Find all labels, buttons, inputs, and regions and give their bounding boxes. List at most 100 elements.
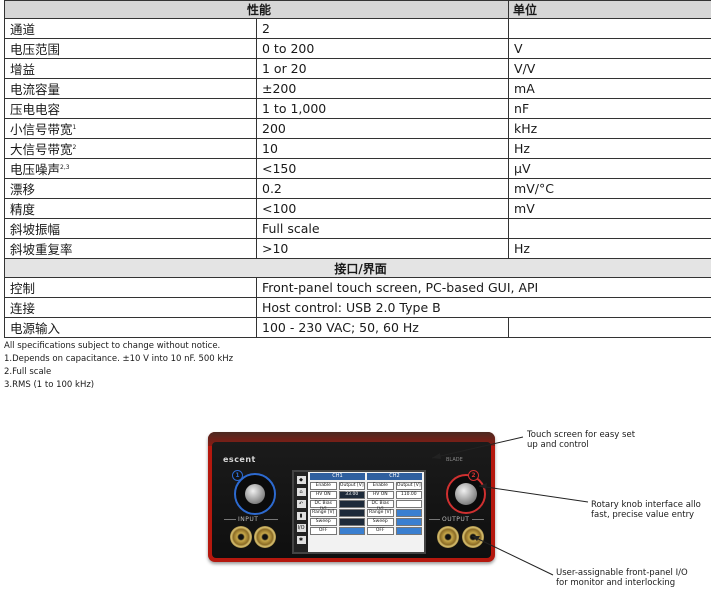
channel-2-title: CH2 <box>367 473 422 480</box>
sweep-label: Sweep <box>367 518 394 526</box>
io-callout-line <box>471 535 554 576</box>
channel-2-badge-icon: 2 <box>468 470 479 481</box>
rotary-knob-callout: Rotary knob interface allo fast, precise… <box>591 500 701 520</box>
table-header-row: 性能 单位 <box>3 0 711 20</box>
ch1-output-value: 33.00 <box>338 491 365 499</box>
settings-icon: ✱ <box>296 536 306 544</box>
callout-text: Rotary knob interface allo <box>591 500 701 510</box>
knob-cap-icon <box>455 483 477 505</box>
value-cell <box>338 527 365 535</box>
output-label: Output [V] <box>338 482 365 490</box>
arrowhead-icon <box>479 483 487 489</box>
off-button: OFF <box>367 527 394 535</box>
param-name: 漂移 <box>4 178 257 200</box>
value-cell <box>395 527 422 535</box>
divider <box>429 519 440 520</box>
io-icon: I/O <box>296 524 306 532</box>
back-icon: ↶ <box>296 500 306 508</box>
note-2: 2.Full scale <box>4 367 52 377</box>
input-1-bnc-connector-icon <box>230 526 252 548</box>
touch-screen-callout: Touch screen for easy set up and control <box>527 430 635 450</box>
callout-text: fast, precise value entry <box>591 510 695 520</box>
right-rotary-knob <box>446 474 486 514</box>
knob-cap-icon <box>245 484 265 504</box>
home-icon: ⌂ <box>296 488 306 496</box>
range-label: Range [V] <box>310 509 337 517</box>
callout-text: User-assignable front-panel I/O <box>556 568 688 578</box>
touch-callout-line <box>431 436 524 459</box>
hv-on-button: HV ON <box>310 491 337 499</box>
output-1-bnc-connector-icon <box>437 526 459 548</box>
value-cell <box>338 509 365 517</box>
param-unit: Hz <box>508 238 711 260</box>
interface-name: 电源输入 <box>4 316 257 338</box>
lock-icon: ▮ <box>296 512 306 520</box>
divider <box>224 519 236 520</box>
param-name: 电流容量 <box>4 78 257 100</box>
off-button: OFF <box>310 527 337 535</box>
divider <box>472 519 484 520</box>
knob-callout-line <box>478 485 589 503</box>
logo-icon: ◆ <box>296 476 306 484</box>
param-value: Full scale <box>255 218 510 240</box>
value-cell <box>338 518 365 526</box>
param-unit: mV <box>508 198 711 220</box>
note-disclaimer: All specifications subject to change wit… <box>4 341 221 351</box>
interface-value: 100 - 230 VAC; 50, 60 Hz <box>255 316 510 338</box>
enable-label: Enable <box>310 482 337 490</box>
interface-name: 控制 <box>4 276 257 298</box>
footnote-ref: 2,3 <box>60 164 70 172</box>
arrowhead-icon <box>472 536 480 541</box>
param-value: 0 to 200 <box>255 38 510 60</box>
footnote-ref: 1 <box>72 124 77 132</box>
channel-1-title: CH1 <box>310 473 365 480</box>
channel-1-badge-icon: 1 <box>232 470 243 481</box>
range-label: Range [V] <box>367 509 394 517</box>
param-value: 1 to 1,000 <box>255 98 510 120</box>
footnotes: All specifications subject to change wit… <box>4 340 233 392</box>
param-name: 斜坡振幅 <box>4 218 257 240</box>
param-name: 电压噪声2,3 <box>4 158 257 180</box>
callout-text: Touch screen for easy set <box>527 430 636 440</box>
input-label: INPUT <box>238 516 259 523</box>
brand-logo: escent <box>223 455 256 464</box>
arrowhead-icon <box>432 453 441 459</box>
output-label: OUTPUT <box>442 516 470 523</box>
left-knob <box>234 473 276 515</box>
footnote-ref: 2 <box>72 144 77 152</box>
input-2-bnc-connector-icon <box>254 526 276 548</box>
screen-icon-bar: ◆ ⌂ ↶ ▮ I/O ✱ <box>294 472 308 552</box>
value-cell <box>395 509 422 517</box>
performance-header: 性能 <box>3 0 510 20</box>
note-3: 3.RMS (1 to 100 kHz) <box>4 380 95 390</box>
callout-text: for monitor and interlocking <box>556 578 676 588</box>
unit-header: 单位 <box>508 0 711 20</box>
model-label: BLADE <box>446 457 463 463</box>
divider <box>264 519 278 520</box>
note-1: 1.Depends on capacitance. ±10 V into 10 … <box>4 354 234 364</box>
callout-text: up and control <box>527 440 589 450</box>
output-label: Output [V] <box>395 482 422 490</box>
value-cell <box>395 518 422 526</box>
sweep-label: Sweep <box>310 518 337 526</box>
param-value: ±200 <box>255 78 510 100</box>
param-value: 1 or 20 <box>255 58 510 80</box>
value-cell <box>395 500 422 508</box>
ch2-output-value: 110.00 <box>395 491 422 499</box>
value-cell <box>338 500 365 508</box>
amplifier-device-image: escent BLADE 1 2 INPUT OUTPUT ◆ ⌂ ↶ ▮ I/… <box>208 432 495 562</box>
io-callout: User-assignable front-panel I/O for moni… <box>556 568 688 588</box>
